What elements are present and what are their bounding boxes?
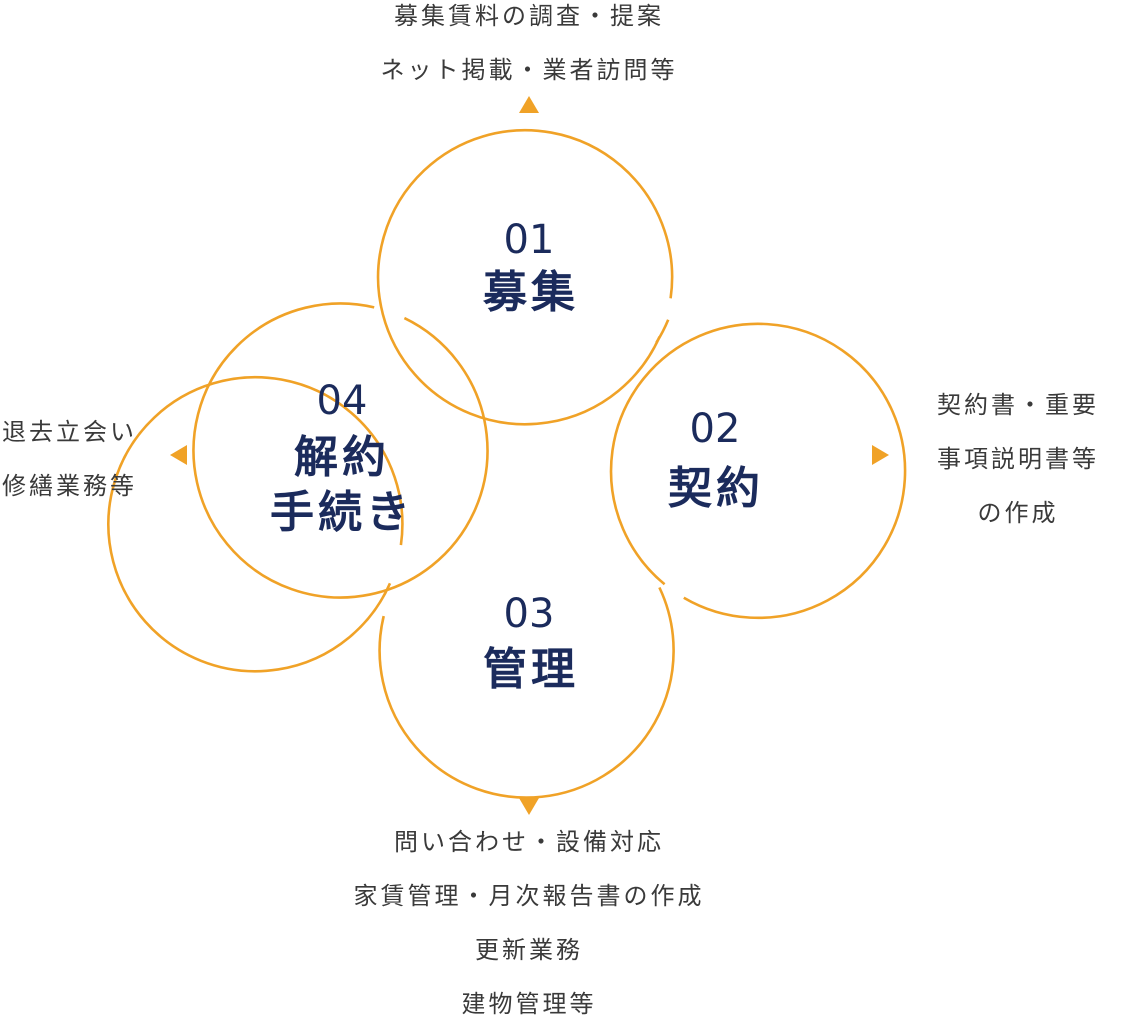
step-title-contract: 契約 [668,463,764,514]
step-number-contract: 02 [690,406,741,452]
description-cancellation-line-1: 退去立会い [2,418,137,446]
ring-management [107,375,675,799]
description-cancellation-line-2: 修繕業務等 [2,472,137,500]
step-number-recruit: 01 [504,217,555,263]
description-management-line-2: 家賃管理・月次報告書の作成 [354,882,705,910]
arrow-right-icon [872,445,889,465]
step-title-cancellation-line-2: 手続き [270,487,414,538]
arrow-up-icon [519,96,539,113]
step-title-management: 管理 [483,644,579,695]
ring-recruit [376,128,674,426]
description-management-line-1: 問い合わせ・設備対応 [394,828,664,856]
ring-contract [609,322,907,620]
description-recruit-line-1: 募集賃料の調査・提案 [394,2,664,30]
step-number-cancellation: 04 [317,378,368,424]
description-management-line-3: 更新業務 [475,936,583,964]
description-contract-line-3: の作成 [978,499,1059,527]
step-number-management: 03 [504,591,555,637]
step-title-recruit: 募集 [482,267,579,318]
arrow-left-icon [170,445,187,465]
step-title-cancellation-line-1: 解約 [294,432,390,483]
arrow-down-icon [519,798,539,815]
description-contract-line-1: 契約書・重要 [937,391,1099,419]
ring-cancellation [192,302,489,599]
description-contract-line-2: 事項説明書等 [937,445,1099,473]
description-management-line-4: 建物管理等 [462,990,597,1018]
description-recruit-line-2: ネット掲載・業者訪問等 [381,56,678,84]
